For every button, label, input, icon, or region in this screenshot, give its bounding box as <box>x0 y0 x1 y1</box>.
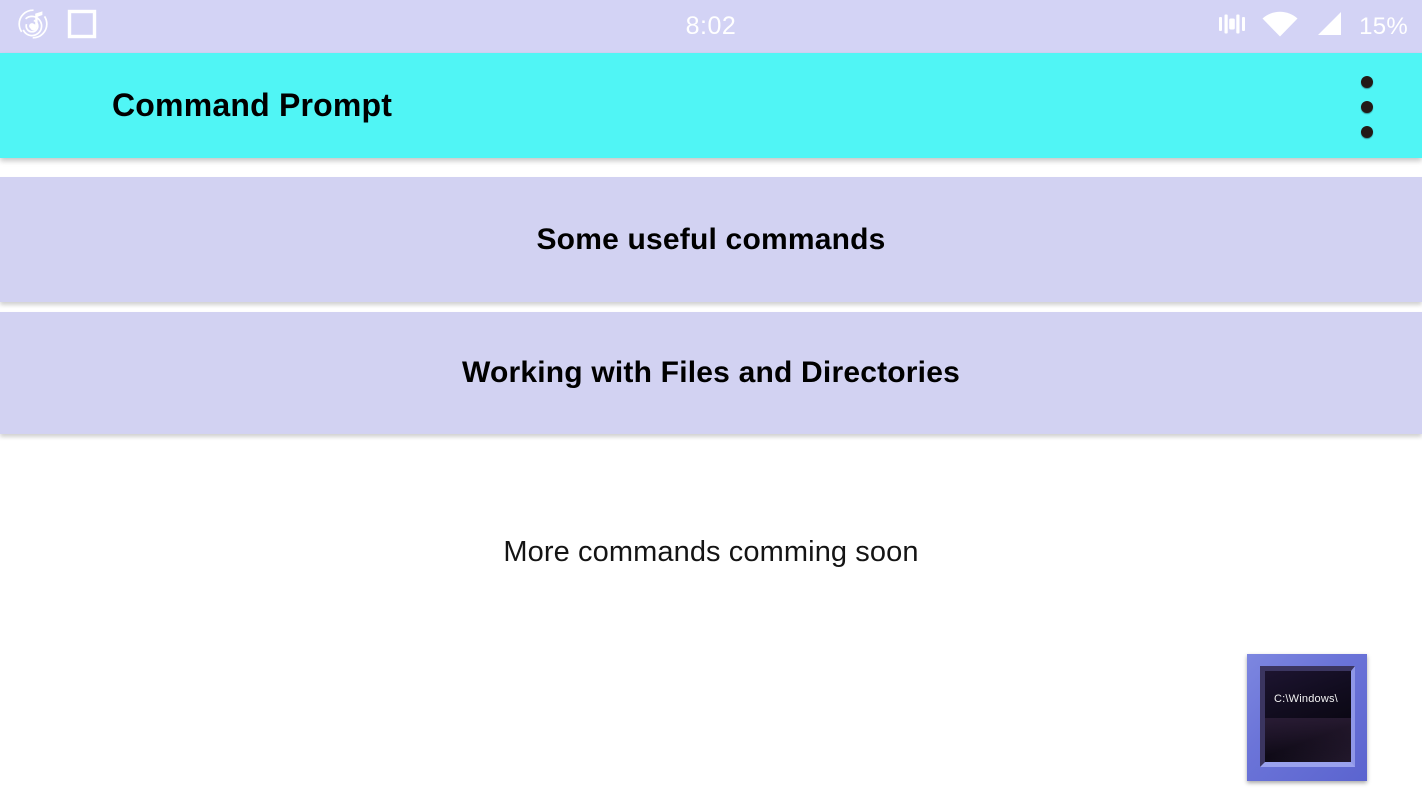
vibrate-icon <box>1217 9 1247 44</box>
music-record-icon <box>16 7 50 46</box>
card-some-useful-commands[interactable]: Some useful commands <box>0 177 1422 302</box>
app-bar: Command Prompt <box>0 53 1422 158</box>
battery-percentage-label: 15% <box>1359 12 1408 40</box>
overflow-dot-2 <box>1361 101 1373 113</box>
square-stop-icon <box>67 9 97 44</box>
overflow-dot-3 <box>1361 126 1373 138</box>
overflow-menu-button[interactable] <box>1352 76 1382 138</box>
status-bar: 8:02 <box>0 0 1422 53</box>
card-label: Some useful commands <box>536 222 886 256</box>
app-bar-title: Command Prompt <box>112 87 393 123</box>
cellular-signal-icon <box>1313 9 1345 44</box>
command-prompt-icon[interactable]: C:\Windows\ <box>1247 654 1367 781</box>
status-bar-left-icons <box>16 7 97 46</box>
status-bar-right-icons: 15% <box>1217 0 1408 53</box>
status-bar-clock: 8:02 <box>685 12 737 40</box>
card-label: Working with Files and Directories <box>461 356 960 389</box>
wifi-icon <box>1261 9 1299 44</box>
command-prompt-icon-screen: C:\Windows\ <box>1260 666 1355 767</box>
coming-soon-text: More commands comming soon <box>503 536 919 568</box>
card-working-with-files-and-directories[interactable]: Working with Files and Directories <box>0 312 1422 434</box>
command-prompt-icon-path-label: C:\Windows\ <box>1274 693 1338 705</box>
overflow-dot-1 <box>1361 76 1373 88</box>
command-prompt-icon-glow <box>1265 718 1351 762</box>
